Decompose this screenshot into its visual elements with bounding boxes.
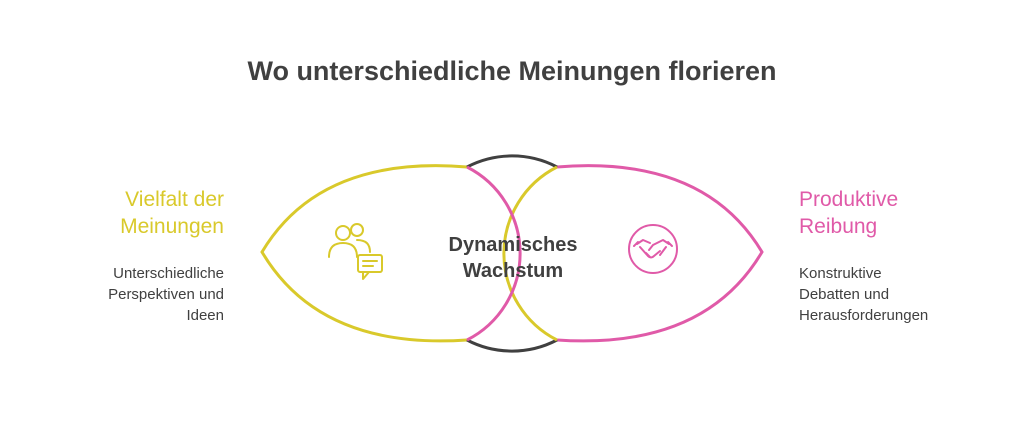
handshake-icon	[628, 224, 678, 274]
left-lens-shape	[260, 164, 468, 343]
right-title: Produktive Reibung	[799, 186, 999, 240]
left-title-line2: Meinungen	[120, 215, 224, 238]
left-title: Vielfalt der Meinungen	[24, 186, 224, 240]
page-title: Wo unterschiedliche Meinungen florieren	[247, 56, 777, 86]
left-desc-line2: Perspektiven und	[108, 286, 224, 303]
center-label-line1: Dynamisches	[448, 234, 578, 256]
right-title-line1: Produktive	[799, 188, 899, 211]
center-circle-top-arc	[466, 154, 558, 169]
users-chat-icon	[328, 223, 383, 280]
left-title-line1: Vielfalt der	[125, 188, 224, 211]
left-desc-line1: Unterschiedliche	[113, 265, 224, 282]
right-title-line2: Reibung	[799, 215, 878, 238]
right-description: Konstruktive Debatten und Herausforderun…	[799, 263, 1009, 326]
center-label-line2: Wachstum	[462, 260, 564, 282]
left-description: Unterschiedliche Perspektiven und Ideen	[24, 263, 224, 326]
right-desc-line3: Herausforderungen	[799, 307, 929, 324]
right-lens-shape	[556, 164, 764, 343]
right-desc-line2: Debatten und	[799, 286, 890, 303]
center-circle-bottom-arc	[466, 338, 558, 353]
center-label: Dynamisches Wachstum	[413, 232, 613, 284]
left-desc-line3: Ideen	[186, 307, 224, 324]
right-desc-line1: Konstruktive	[799, 265, 882, 282]
center-circle-right-arc	[466, 165, 522, 342]
center-circle-left-arc	[502, 165, 558, 342]
